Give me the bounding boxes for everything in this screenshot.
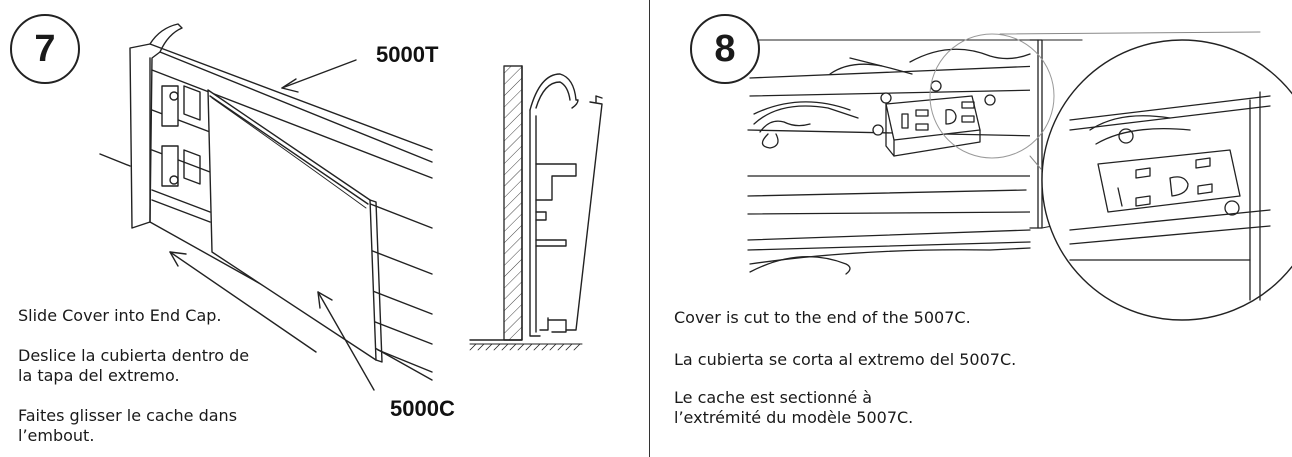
arrow-5000C — [318, 292, 374, 390]
step-8-caption-fr: Le cache est sectionné à l’extrémité du … — [674, 388, 914, 427]
step-7-caption-es: Deslice la cubierta dentro de la tapa de… — [18, 346, 250, 385]
detail-callout — [930, 34, 1054, 158]
step-8-panel: 8 Cover is cut to the end of the 5007C. … — [650, 0, 1292, 457]
label-5000T: 5000T — [376, 42, 439, 67]
step-8-caption-en: Cover is cut to the end of the 5007C. — [674, 308, 971, 327]
arrow-5000T — [282, 60, 356, 88]
panel-divider — [649, 0, 650, 457]
outlet — [873, 81, 995, 156]
step-7-panel: 7 5000T 5000C Slide Cover into End Cap. … — [0, 0, 650, 457]
clip-upper — [162, 86, 178, 126]
raceway-top-edge — [150, 44, 432, 150]
magnified-view — [1042, 40, 1292, 320]
step-8-number: 8 — [690, 14, 760, 84]
step-8-drawing — [650, 0, 1292, 457]
label-5000C: 5000C — [390, 396, 455, 421]
arrow-slide — [170, 252, 316, 352]
step-7-caption-fr: Faites glisser le cache dans l’embout. — [18, 406, 238, 445]
step-8-caption-es: La cubierta se corta al extremo del 5007… — [674, 350, 1017, 369]
step-7-number: 7 — [10, 14, 80, 84]
magnified-outlet — [1070, 92, 1270, 300]
step-7-drawing — [0, 0, 650, 457]
step-7-caption-en: Slide Cover into End Cap. — [18, 306, 222, 325]
side-profile — [470, 66, 602, 350]
